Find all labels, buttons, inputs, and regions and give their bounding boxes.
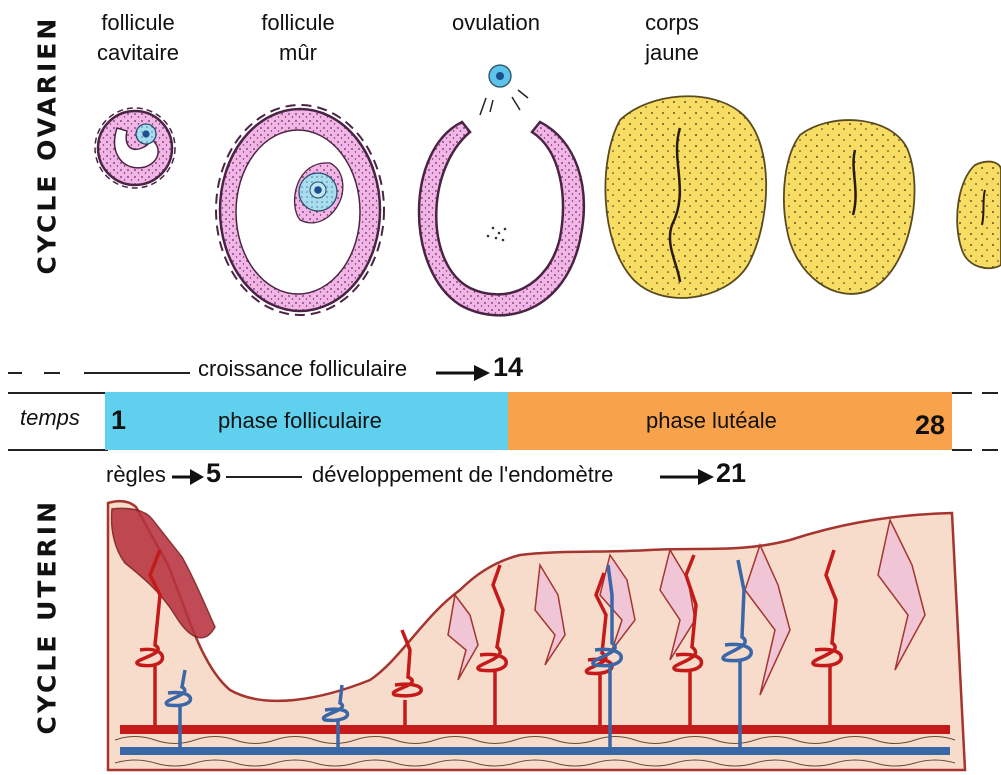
timeline-top-line bbox=[8, 392, 108, 394]
dash-left-1 bbox=[8, 372, 22, 374]
menses-end-day: 5 bbox=[206, 458, 221, 489]
uterine-cycle-illustration bbox=[0, 495, 1001, 775]
timeline-label: temps bbox=[20, 405, 80, 431]
corpus-luteum-small bbox=[957, 162, 1001, 269]
growth-arrow bbox=[436, 362, 492, 384]
menses-arrow bbox=[172, 466, 206, 488]
timeline-bottom-line bbox=[8, 449, 108, 451]
endometrium-label: développement de l'endomètre bbox=[312, 462, 613, 488]
dash-left-2 bbox=[44, 372, 60, 374]
basal-artery bbox=[120, 725, 950, 734]
endometrium-arrow bbox=[660, 466, 716, 488]
mature-follicle bbox=[216, 105, 384, 315]
luteal-phase-label: phase lutéale bbox=[646, 408, 777, 434]
timeline-right-top-dash-1 bbox=[952, 392, 972, 394]
timeline-right-bottom-dash-2 bbox=[982, 449, 998, 451]
growth-line bbox=[102, 372, 190, 374]
corpus-luteum-large bbox=[605, 96, 766, 298]
growth-end-day: 14 bbox=[493, 352, 523, 383]
timeline-right-top-dash-2 bbox=[982, 392, 998, 394]
timeline-start-day: 1 bbox=[111, 405, 126, 436]
dash-left-3 bbox=[84, 372, 102, 374]
basal-vein bbox=[120, 747, 950, 755]
ovulating-follicle bbox=[419, 65, 584, 315]
cavitary-follicle bbox=[95, 108, 175, 188]
follicular-phase-label: phase folliculaire bbox=[218, 408, 382, 434]
endometrium-end-day: 21 bbox=[716, 458, 746, 489]
menses-label: règles bbox=[106, 462, 166, 488]
corpus-luteum-medium bbox=[784, 120, 915, 294]
timeline-right-bottom-dash-1 bbox=[952, 449, 972, 451]
growth-label: croissance folliculaire bbox=[198, 356, 407, 382]
ovarian-cycle-illustration bbox=[0, 0, 1001, 340]
timeline-end-day: 28 bbox=[915, 410, 945, 441]
menses-line bbox=[226, 476, 302, 478]
